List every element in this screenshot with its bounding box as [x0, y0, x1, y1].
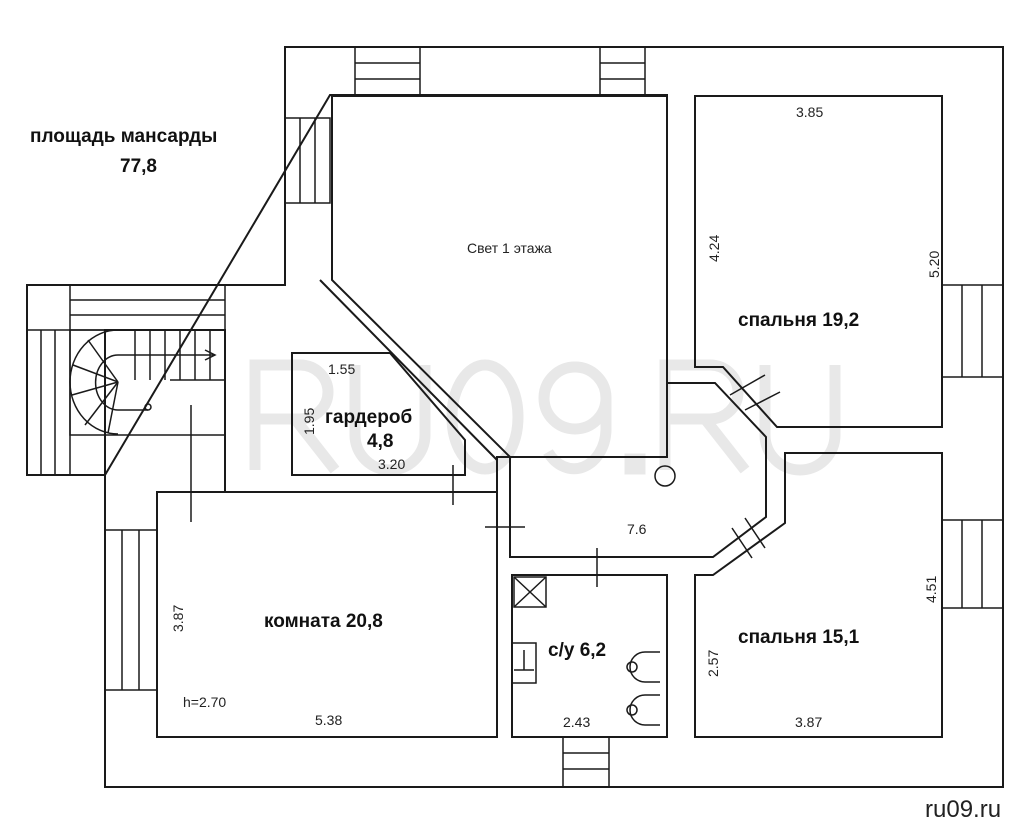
wardrobe-area: 4,8 — [367, 431, 393, 452]
doors — [452, 374, 781, 587]
light-well-label: Свет 1 этажа — [467, 240, 552, 256]
room-label: комната 20,8 — [264, 611, 383, 632]
hall-area: 7.6 — [627, 521, 647, 537]
dim-b2-bottom: 3.87 — [795, 714, 822, 730]
wc-label: с/у 6,2 — [548, 640, 606, 661]
spiral-staircase — [69, 329, 226, 522]
watermark — [249, 359, 841, 476]
diagonal-wall — [319, 279, 498, 461]
dim-b2-left: 2.57 — [705, 650, 721, 677]
wc-fixtures — [511, 576, 660, 726]
attic-label: площадь мансарды — [30, 126, 217, 147]
windows — [26, 46, 1004, 788]
dim-b2-right: 4.51 — [923, 576, 939, 603]
bedroom-2-label: спальня 15,1 — [738, 627, 860, 648]
light-well — [331, 95, 668, 458]
wardrobe — [291, 352, 466, 476]
dim-b1-top: 3.85 — [796, 104, 823, 120]
attic-area: 77,8 — [120, 156, 157, 177]
dim-b1-right: 5.20 — [926, 251, 942, 278]
dim-b1-left: 4.24 — [706, 235, 722, 262]
dim-room-bottom: 5.38 — [315, 712, 342, 728]
dim-wd-top: 1.55 — [328, 361, 355, 377]
dim-room-left: 3.87 — [170, 605, 186, 632]
dim-wd-bottom: 3.20 — [378, 456, 405, 472]
dim-room-height: h=2.70 — [183, 694, 226, 710]
bedroom-1-label: спальня 19,2 — [738, 310, 859, 331]
bedroom-2 — [694, 452, 943, 738]
site-caption: ru09.ru — [925, 796, 1001, 823]
dim-wd-left: 1.95 — [301, 408, 317, 435]
column-icon — [654, 465, 676, 487]
bedroom-1 — [694, 95, 943, 428]
dim-wc-bottom: 2.43 — [563, 714, 590, 730]
wardrobe-label: гардероб — [325, 407, 412, 428]
